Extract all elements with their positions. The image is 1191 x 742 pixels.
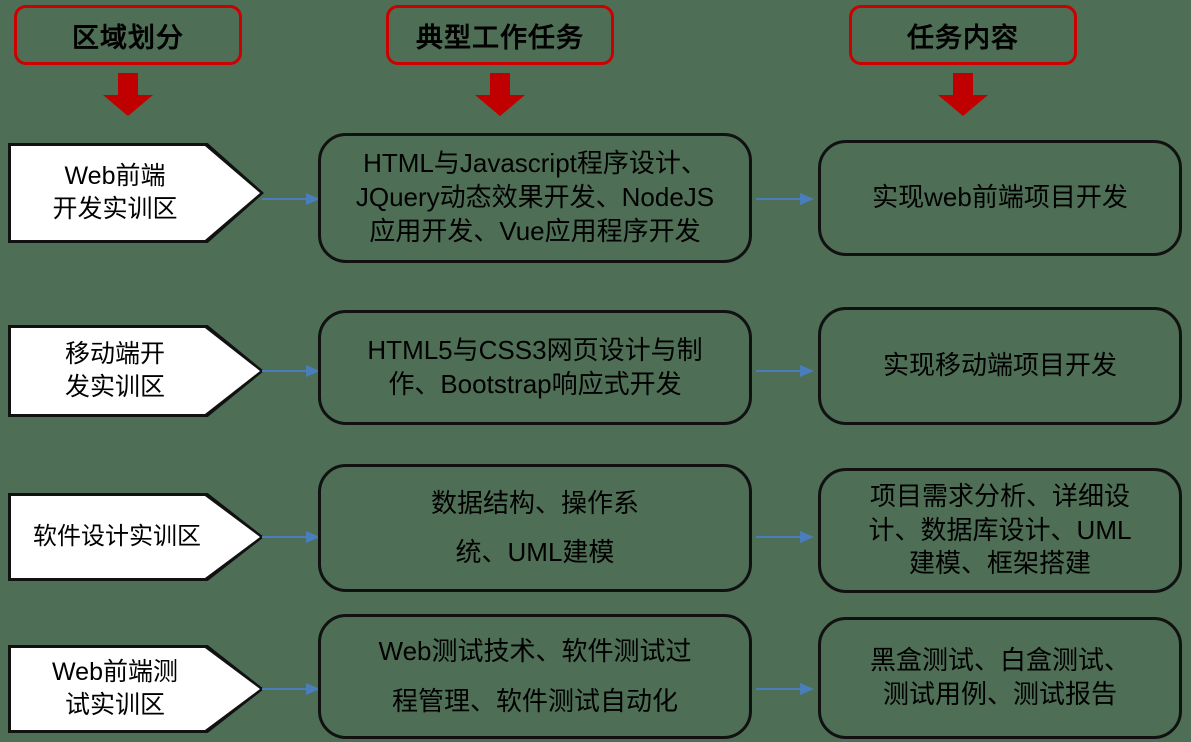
header-box-area-division: 区域划分 — [14, 5, 242, 65]
area-chevron-mobile-dev: 移动端开 发实训区 — [8, 325, 264, 417]
area-chevron-software-design: 软件设计实训区 — [8, 493, 264, 581]
connector-arrow-row1-col2-col3 — [756, 193, 814, 205]
header-box-task-content: 任务内容 — [849, 5, 1077, 65]
connector-arrow-row3-col2-col3 — [756, 531, 814, 543]
task-box-row3: 数据结构、操作系 统、UML建模 — [318, 464, 752, 592]
connector-arrow-row1-col1-col2 — [262, 193, 320, 205]
area-chevron-label-software-design: 软件设计实训区 — [11, 496, 260, 578]
area-chevron-label-mobile-dev: 移动端开 发实训区 — [11, 328, 260, 414]
red-down-arrow-icon — [475, 73, 525, 116]
connector-arrow-row2-col2-col3 — [756, 365, 814, 377]
connector-arrow-row2-col1-col2 — [262, 365, 320, 377]
header-label-area-division: 区域划分 — [72, 22, 184, 53]
connector-arrow-row4-col2-col3 — [756, 683, 814, 695]
area-chevron-web-frontend: Web前端 开发实训区 — [8, 143, 264, 243]
content-box-row2: 实现移动端项目开发 — [818, 307, 1182, 425]
connector-arrow-row4-col1-col2 — [262, 683, 320, 695]
content-box-row1: 实现web前端项目开发 — [818, 140, 1182, 256]
header-label-task-content: 任务内容 — [907, 22, 1019, 53]
area-chevron-label-web-frontend-test: Web前端测 试实训区 — [11, 648, 260, 730]
connector-arrow-row3-col1-col2 — [262, 531, 320, 543]
red-down-arrow-icon — [103, 73, 153, 116]
area-chevron-web-frontend-test: Web前端测 试实训区 — [8, 645, 264, 733]
area-chevron-label-web-frontend: Web前端 开发实训区 — [11, 146, 260, 240]
task-box-row1: HTML与Javascript程序设计、 JQuery动态效果开发、NodeJS… — [318, 133, 752, 263]
header-label-typical-work-task: 典型工作任务 — [416, 22, 584, 53]
header-box-typical-work-task: 典型工作任务 — [386, 5, 614, 65]
content-box-row3: 项目需求分析、详细设 计、数据库设计、UML 建模、框架搭建 — [818, 468, 1182, 593]
task-box-row2: HTML5与CSS3网页设计与制 作、Bootstrap响应式开发 — [318, 310, 752, 425]
red-down-arrow-icon — [938, 73, 988, 116]
content-box-row4: 黑盒测试、白盒测试、 测试用例、测试报告 — [818, 617, 1182, 739]
task-box-row4: Web测试技术、软件测试过 程管理、软件测试自动化 — [318, 614, 752, 739]
